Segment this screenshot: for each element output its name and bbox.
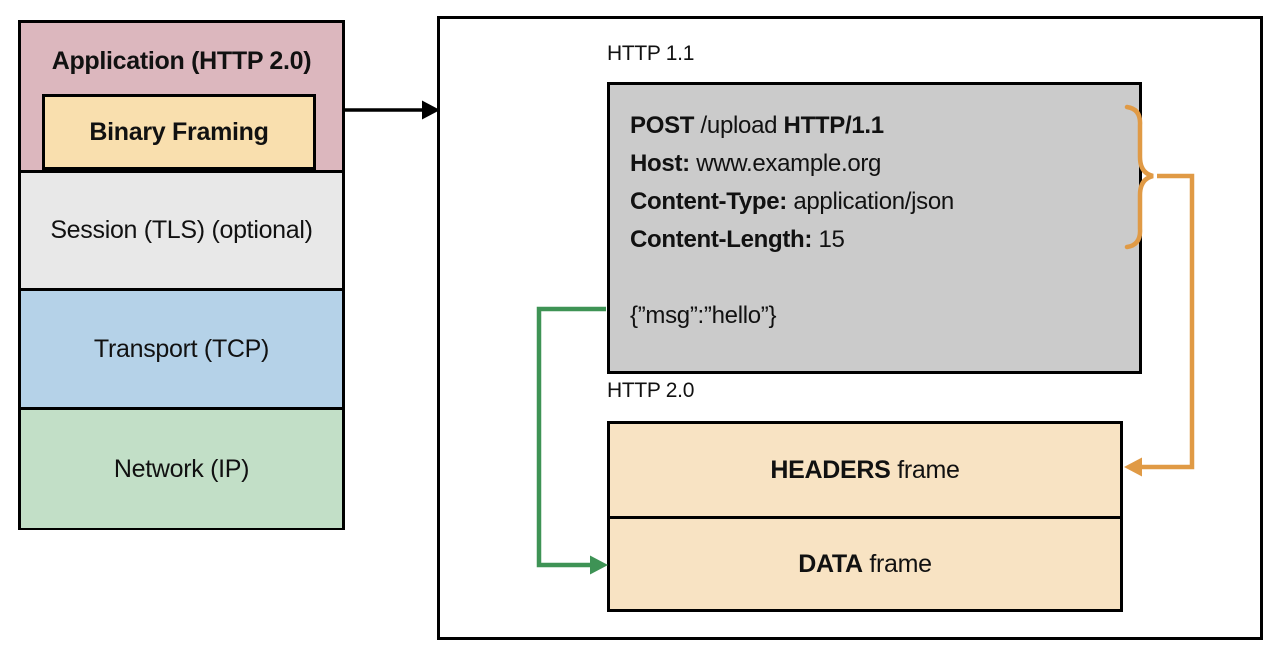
binary-framing-label: Binary Framing [89,118,269,146]
blank-line [630,259,1139,297]
http11-request-box: POST /upload HTTP/1.1 Host: www.example.… [607,82,1142,374]
headers-frame: HEADERS frame [610,424,1120,519]
content-length-value: 15 [812,226,845,253]
application-layer: Application (HTTP 2.0) Binary Framing [21,23,342,170]
http2-frames-box: HEADERS frame DATA frame [607,421,1123,612]
data-frame-suffix: frame [862,550,932,578]
network-layer-label: Network (IP) [113,455,250,483]
request-version: HTTP/1.1 [783,112,885,139]
data-frame: DATA frame [610,519,1120,609]
stack-to-panel-arrow-icon [345,100,440,120]
http11-label: HTTP 1.1 [607,42,695,65]
transport-layer: Transport (TCP) [21,288,342,407]
content-type-key: Content-Type: [630,188,787,215]
data-frame-name: DATA [798,550,863,578]
content-type-header: Content-Type: application/json [630,183,1139,221]
http20-label: HTTP 2.0 [607,379,695,402]
request-path: /upload [694,112,784,139]
host-value: www.example.org [689,150,882,177]
request-method: POST [630,112,695,139]
content-length-key: Content-Length: [630,226,813,253]
binary-framing-layer: Binary Framing [42,94,316,170]
content-length-header: Content-Length: 15 [630,221,1139,259]
host-key: Host: [630,150,690,177]
headers-frame-name: HEADERS [770,456,891,484]
request-body: {”msg”:”hello”} [630,302,777,329]
headers-frame-suffix: frame [890,456,960,484]
application-layer-label: Application (HTTP 2.0) [51,47,312,75]
host-header: Host: www.example.org [630,145,1139,183]
content-type-value: application/json [786,188,954,215]
network-layer: Network (IP) [21,407,342,528]
session-layer: Session (TLS) (optional) [21,170,342,288]
protocol-stack: Application (HTTP 2.0) Binary Framing Se… [18,20,345,530]
session-layer-label: Session (TLS) (optional) [50,216,313,244]
request-line: POST /upload HTTP/1.1 [630,107,1139,145]
transport-layer-label: Transport (TCP) [93,335,270,363]
